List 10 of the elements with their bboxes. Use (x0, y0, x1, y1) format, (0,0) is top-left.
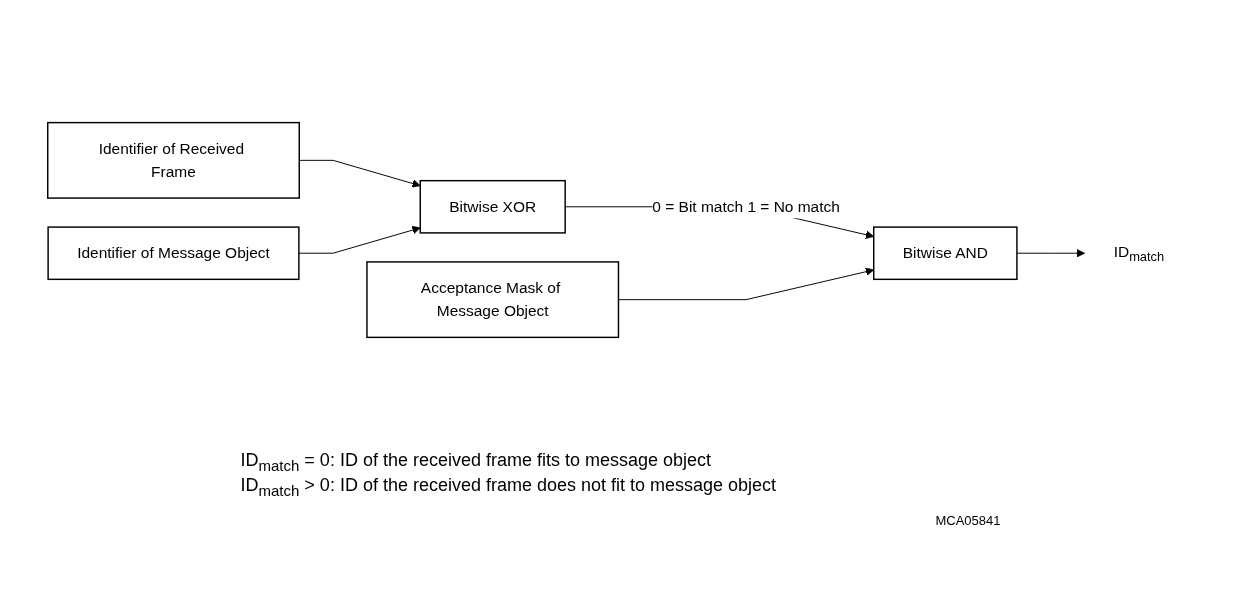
node-box: Identifier of Message Object (47, 226, 300, 281)
node-box: Identifier of Received Frame (47, 121, 300, 199)
figure-code: MCA05841 (934, 513, 1001, 529)
note-text: ID$_{match}$ > 0: ID of the received frame does not fit to message object (240, 474, 778, 500)
note-text: ID$_{match}$ = 0: ID of the received frame fits to message object (240, 450, 713, 475)
node-box: Bitwise AND (873, 226, 1018, 281)
node-text: ID$_{match}$ (1113, 242, 1165, 264)
node-box: Bitwise XOR (419, 179, 566, 234)
edge-label: 0 = Bit match 1 = No match (652, 198, 840, 215)
node-box: Acceptance Mask of Message Object (366, 261, 620, 339)
